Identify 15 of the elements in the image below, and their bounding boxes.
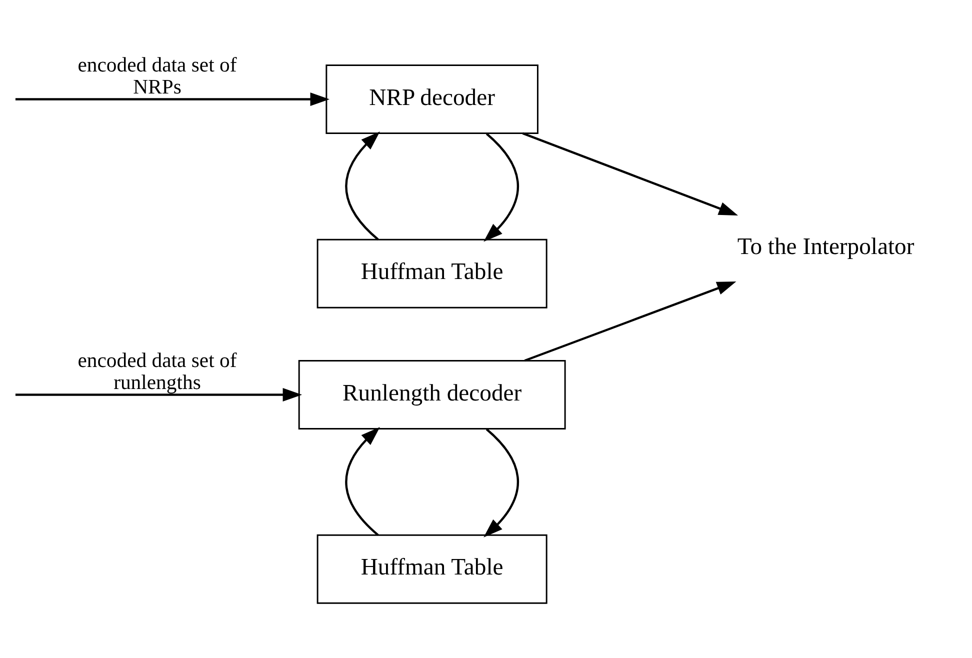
arrow — [15, 388, 302, 402]
node-box: Huffman Table — [316, 534, 548, 604]
edge-label: encoded data set of runlengths — [78, 350, 237, 394]
arrow — [15, 92, 330, 106]
arrow — [345, 131, 380, 240]
node-box: Huffman Table — [316, 238, 548, 308]
arrow — [345, 427, 380, 536]
arrow — [484, 132, 519, 242]
arrow — [522, 132, 738, 216]
node-box: NRP decoder — [326, 64, 538, 134]
edge-label: encoded data set of NRPs — [78, 54, 237, 99]
node-box: Runlength decoder — [298, 360, 566, 430]
arrow — [524, 281, 736, 362]
arrow — [484, 428, 519, 538]
node-text: To the Interpolator — [737, 234, 914, 260]
